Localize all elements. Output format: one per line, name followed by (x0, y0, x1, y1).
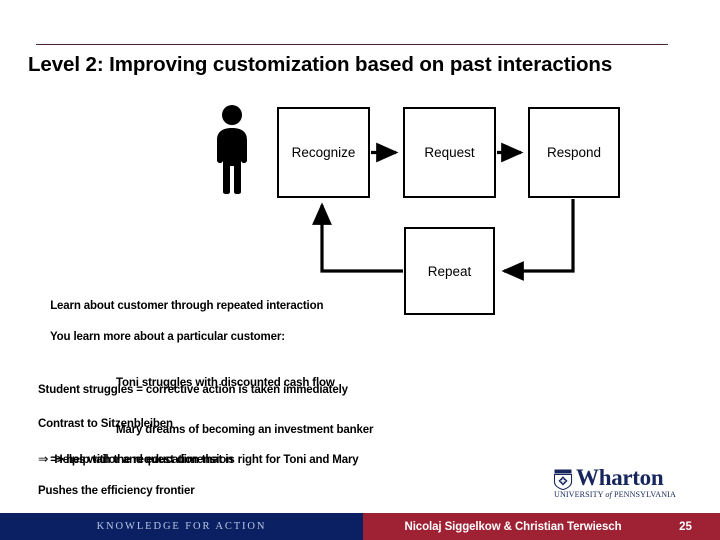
pushes-line: Pushes the efficiency frontier (38, 485, 195, 497)
process-box-label: Recognize (291, 145, 356, 160)
helps-line-text: Helps with the request dimension (54, 454, 234, 466)
helps-line: ⇒ Helps with the request dimension (38, 451, 233, 468)
double-arrow-right-icon: ⇒ (38, 451, 49, 466)
person-icon (217, 105, 247, 194)
contrast-line: Contrast to Sitzenbleiben (38, 418, 173, 430)
wharton-subtitle-of: of (605, 490, 612, 499)
page-title: Level 2: Improving customization based o… (28, 53, 613, 76)
penn-shield-icon (553, 469, 573, 490)
footer-page-number: 25 (679, 520, 692, 533)
process-box-request[interactable]: Request (403, 107, 496, 198)
slide-footer: KNOWLEDGE FOR ACTION Nicolaj Siggelkow &… (0, 513, 720, 540)
process-box-label: Respond (546, 145, 602, 160)
arrow-respond-to-repeat (501, 199, 575, 281)
learn-line-1: Learn about customer through repeated in… (50, 300, 324, 313)
learn-paragraph: Learn about customer through repeated in… (38, 284, 374, 484)
learn-line-2: You learn more about a particular custom… (49, 331, 285, 344)
arrow-repeat-to-recognize (312, 202, 403, 273)
learn-indent-line-2: Mary dreams of becoming an investment ba… (116, 423, 374, 436)
process-box-respond[interactable]: Respond (528, 107, 620, 198)
footer-authors: Nicolaj Siggelkow & Christian Terwiesch (404, 520, 622, 533)
footer-tagline: KNOWLEDGE FOR ACTION (96, 521, 267, 532)
process-box-recognize[interactable]: Recognize (277, 107, 370, 198)
title-divider-rule (36, 44, 668, 45)
learn-conclusion-line: => help tailor and education that is rig… (50, 454, 359, 467)
footer-right-band (363, 513, 720, 540)
process-box-label: Repeat (427, 263, 472, 279)
learn-indent-line-1: Toni struggles with discounted cash flow (116, 377, 335, 390)
student-struggles-line: Student struggles = corrective action is… (38, 384, 348, 396)
wharton-subtitle-university: UNIVERSITY (554, 490, 606, 499)
process-box-label: Request (424, 145, 475, 160)
wharton-logo: Wharton UNIVERSITY of PENNSYLVANIA (553, 465, 676, 504)
footer-left-band (0, 513, 363, 540)
wharton-wordmark: Wharton (576, 465, 664, 490)
wharton-subtitle-pennsylvania: PENNSYLVANIA (611, 490, 676, 499)
wharton-subtitle: UNIVERSITY of PENNSYLVANIA (554, 490, 676, 499)
process-box-repeat[interactable]: Repeat (404, 227, 495, 315)
